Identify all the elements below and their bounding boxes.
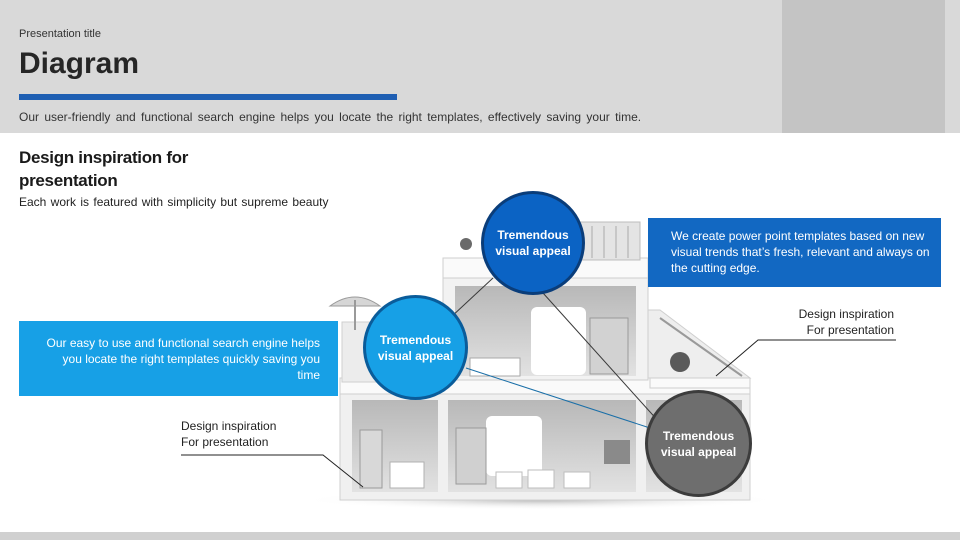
callout-right-line2: For presentation xyxy=(806,323,894,337)
callout-left: Design inspiration For presentation xyxy=(181,418,341,450)
circle-top-label: Tremendous visual appeal xyxy=(495,228,571,258)
presentation-title: Presentation title xyxy=(19,28,101,40)
callout-right-line1: Design inspiration xyxy=(798,307,894,321)
circle-middle: Tremendous visual appeal xyxy=(363,295,468,400)
connector-top-to-mid xyxy=(449,277,494,319)
callout-left-leader xyxy=(181,454,364,488)
info-box-left-text: Our easy to use and functional search en… xyxy=(46,336,320,382)
header-side-panel xyxy=(782,0,945,133)
upper-door xyxy=(531,307,586,375)
footer-band xyxy=(0,532,960,540)
title-underline xyxy=(19,94,397,100)
callout-left-line2: For presentation xyxy=(181,435,269,449)
info-box-left: Our easy to use and functional search en… xyxy=(19,321,338,396)
callout-right-leader xyxy=(715,339,896,377)
ground-door xyxy=(486,416,542,476)
circle-bottom-label: Tremendous visual appeal xyxy=(660,428,737,459)
stove xyxy=(604,440,630,464)
info-box-right: We create power point templates based on… xyxy=(648,218,941,287)
callout-left-line1: Design inspiration xyxy=(181,419,277,433)
section-subtitle: Each work is featured with simplicity bu… xyxy=(19,195,329,209)
callout-right: Design inspiration For presentation xyxy=(720,306,894,338)
connector-top-to-bottom xyxy=(542,292,661,424)
page-title: Diagram xyxy=(19,47,140,80)
info-box-right-text: We create power point templates based on… xyxy=(671,229,930,275)
roof-rail xyxy=(579,221,641,261)
circle-middle-label: Tremendous visual appeal xyxy=(377,332,454,363)
circle-top: Tremendous visual appeal xyxy=(481,191,585,295)
section-title: Design inspiration for presentation xyxy=(19,148,189,190)
connector-mid-to-bottom xyxy=(465,367,651,429)
circle-bottom: Tremendous visual appeal xyxy=(645,390,752,497)
header-subtitle: Our user-friendly and functional search … xyxy=(19,110,642,124)
